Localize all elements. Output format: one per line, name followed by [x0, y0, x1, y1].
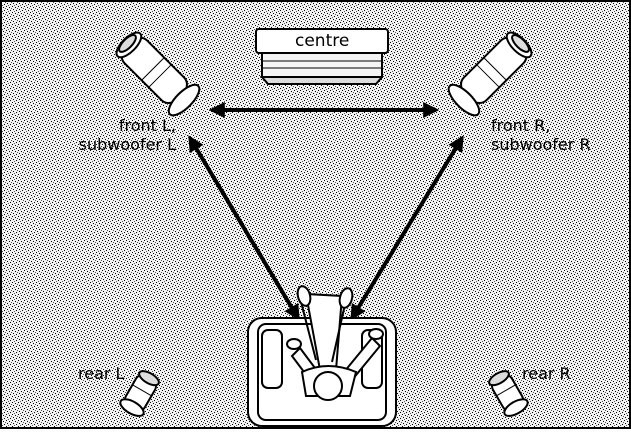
- rear-left-speaker-icon: [119, 370, 160, 417]
- front-right-label-line2: subwoofer R: [491, 135, 591, 154]
- front-left-speaker-icon: [115, 31, 201, 117]
- front-left-label-line2: subwoofer L: [78, 135, 176, 154]
- listening-triangle-arrows: [188, 102, 464, 321]
- centre-speaker-icon: [255, 28, 389, 85]
- centre-speaker-label: centre: [292, 32, 353, 51]
- listener-person-icon: [286, 285, 384, 401]
- front-right-label-line1: front R,: [491, 116, 551, 135]
- front-left-listener-arrow: [188, 135, 300, 321]
- rear-right-label: rear R: [522, 364, 571, 383]
- front-right-speaker-icon: [447, 31, 533, 117]
- rear-left-label: rear L: [78, 364, 125, 383]
- front-right-listener-arrow: [350, 135, 464, 321]
- front-left-label-line1: front L,: [118, 116, 176, 135]
- rear-right-speaker-icon: [488, 370, 529, 417]
